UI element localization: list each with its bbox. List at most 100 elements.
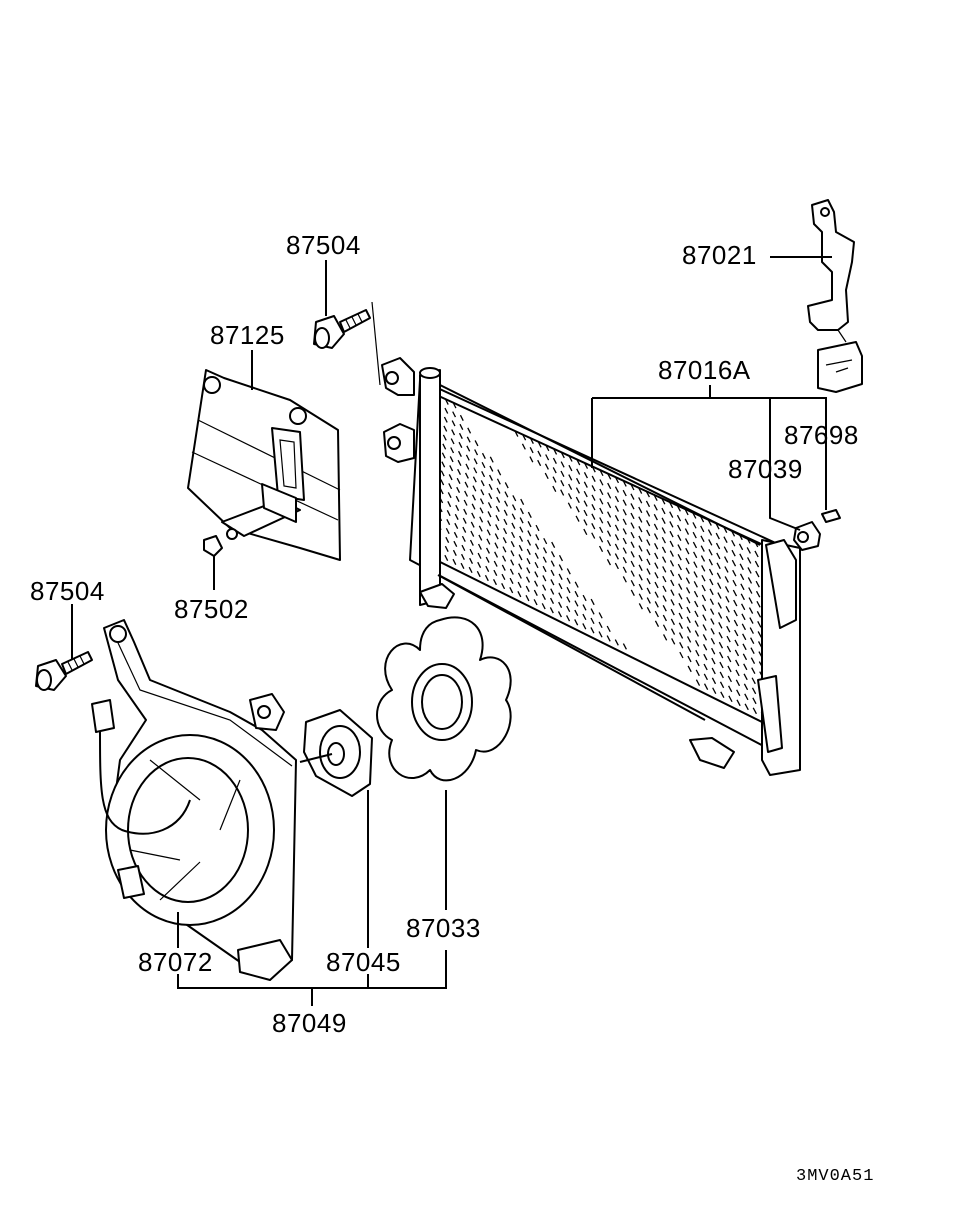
fin-segment <box>755 570 760 578</box>
fin-segment <box>560 480 565 487</box>
fin-segment <box>478 525 483 532</box>
fin-segment <box>477 543 482 550</box>
fin-segment <box>458 432 463 439</box>
condenser-part <box>381 357 801 776</box>
fin-segment <box>591 513 596 520</box>
fin-segment <box>466 445 471 452</box>
fin-segment <box>574 590 579 598</box>
fin-segment <box>461 535 466 542</box>
fin-segment <box>525 576 531 583</box>
fin-segment <box>591 485 596 492</box>
fin-segment <box>543 537 548 545</box>
fin-segment <box>653 523 659 531</box>
fin-segment <box>485 565 490 572</box>
fin-segment <box>653 494 658 501</box>
fin-segment <box>692 531 697 539</box>
fin-segment <box>709 588 714 596</box>
fin-segment <box>638 554 643 562</box>
fin-segment <box>527 511 532 519</box>
fin-segment <box>469 539 474 546</box>
fin-segment <box>465 463 470 470</box>
fin-segment <box>607 511 612 518</box>
fin-segment <box>599 536 604 543</box>
fin-segment <box>510 541 515 548</box>
shroud-part <box>91 619 297 981</box>
fin-segment <box>677 534 682 541</box>
fin-segment <box>497 469 502 476</box>
fin-segment <box>440 470 445 477</box>
fin-segment <box>701 574 706 582</box>
fin-segment <box>503 527 508 535</box>
fin-segment <box>630 483 635 491</box>
fin-segment <box>583 500 588 507</box>
fin-segment <box>685 577 691 584</box>
fin-segment <box>558 564 563 571</box>
fin-segment <box>709 578 714 586</box>
fin-segment <box>708 568 714 576</box>
fin-segment <box>663 634 668 641</box>
fin-segment <box>684 508 689 516</box>
fin-segment <box>598 631 603 638</box>
fin-segment <box>638 487 643 494</box>
fin-segment <box>591 494 596 501</box>
fin-segment <box>743 663 748 671</box>
fin-segment <box>711 677 717 685</box>
fin-segment <box>445 536 450 543</box>
fin-segment <box>462 526 467 533</box>
fin-segment <box>733 619 739 627</box>
fin-segment <box>686 626 692 633</box>
label-shroud: 87072 <box>138 947 213 977</box>
fin-segment <box>622 537 627 545</box>
fin-segment <box>638 506 643 514</box>
fin-segment <box>461 544 466 551</box>
fin-segment <box>694 620 699 627</box>
fin-segment <box>517 581 522 589</box>
fin-segment <box>750 647 755 654</box>
fin-segment <box>576 459 581 466</box>
fin-segment <box>444 545 449 552</box>
fin-segment <box>717 582 722 589</box>
fin-segment <box>550 588 555 595</box>
fin-segment <box>537 459 542 467</box>
fin-segment <box>731 539 736 547</box>
fin-segment <box>575 496 580 504</box>
fin-segment <box>542 556 547 563</box>
fin-segment <box>504 482 509 489</box>
fin-segment <box>520 498 525 506</box>
fin-segment <box>723 556 729 563</box>
fin-segment <box>463 508 468 515</box>
fin-segment <box>630 579 635 587</box>
label-motor: 87045 <box>326 947 401 977</box>
fin-segment <box>694 600 699 608</box>
fin-segment <box>630 541 635 548</box>
fin-segment <box>694 640 700 647</box>
fin-segment <box>474 440 479 447</box>
fin-segment <box>653 533 659 540</box>
fin-segment <box>661 556 667 563</box>
fin-segment <box>686 596 691 604</box>
fin-segment <box>455 504 460 511</box>
fin-segment <box>474 449 479 456</box>
fin-segment <box>449 465 454 472</box>
fin-segment <box>670 579 675 587</box>
fin-segment <box>599 517 604 524</box>
fin-segment <box>567 502 572 509</box>
fin-segment <box>710 618 715 625</box>
fin-segment <box>715 532 720 540</box>
fin-segment <box>736 699 741 707</box>
fin-segment <box>734 649 740 657</box>
fin-segment <box>727 675 732 683</box>
fin-segment <box>744 703 749 711</box>
fin-segment <box>684 528 690 535</box>
fin-segment <box>519 535 524 542</box>
fin-segment <box>504 500 509 507</box>
fin-segment <box>676 505 681 512</box>
fin-segment <box>599 526 604 534</box>
fin-segment <box>622 557 627 564</box>
fin-segment <box>485 556 490 563</box>
fin-segment <box>451 420 456 427</box>
fin-segment <box>526 558 531 565</box>
fin-segment <box>525 595 530 602</box>
fin-segment <box>692 541 698 549</box>
fin-segment <box>711 667 716 675</box>
